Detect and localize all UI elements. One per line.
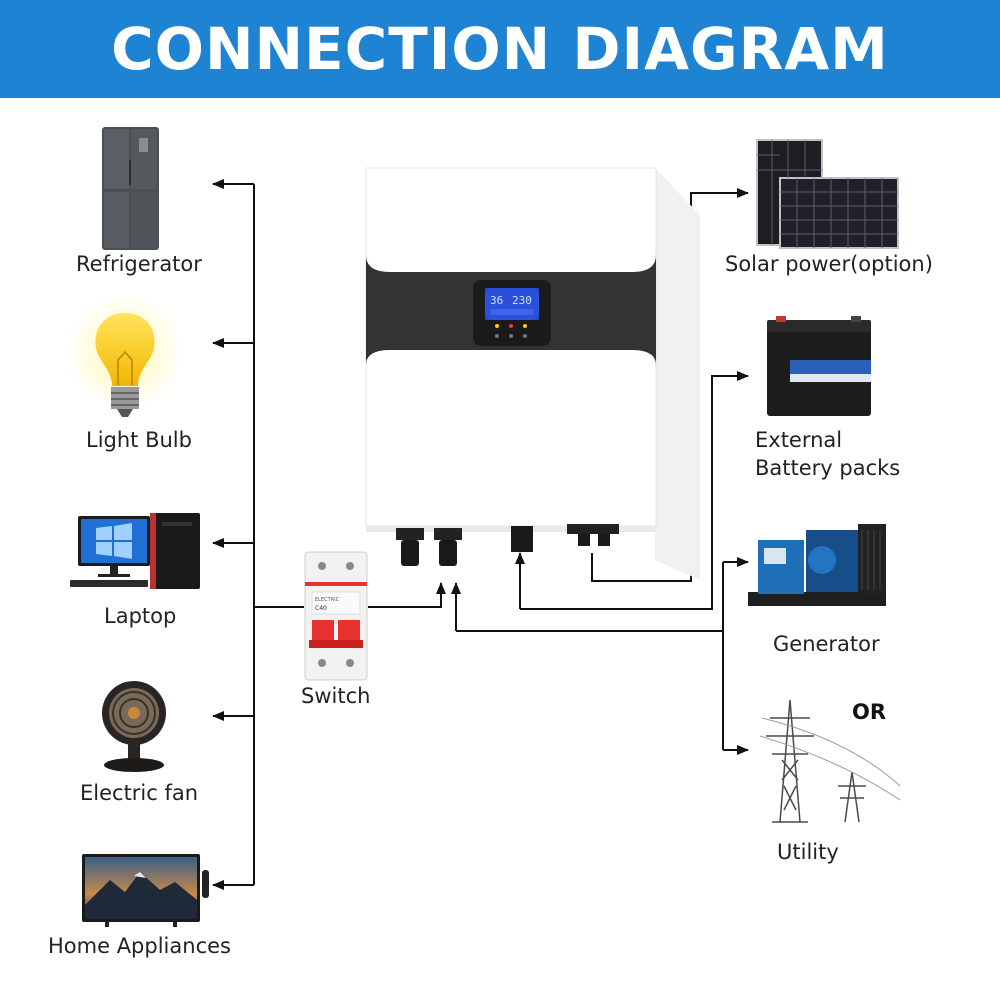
generator-icon xyxy=(748,524,886,606)
header-banner: CONNECTION DIAGRAM xyxy=(0,0,1000,98)
refrigerator-label: Refrigerator xyxy=(76,252,202,276)
external-battery-label-line2: Battery packs xyxy=(755,456,901,480)
electric-fan-icon xyxy=(102,681,166,772)
television-icon xyxy=(82,854,209,927)
switch-label: Switch xyxy=(301,684,371,708)
or-text: OR xyxy=(852,700,887,724)
switch-to-inverter-line xyxy=(368,582,446,608)
generator-label: Generator xyxy=(773,632,880,656)
home-appliances-label: Home Appliances xyxy=(48,934,231,958)
electric-fan-label: Electric fan xyxy=(80,781,199,805)
battery-icon xyxy=(767,316,871,416)
refrigerator-icon xyxy=(102,127,159,250)
source-lines xyxy=(451,188,749,755)
light-bulb-label: Light Bulb xyxy=(86,428,192,452)
external-battery-label-line1: External xyxy=(755,428,843,452)
lcd-reading-1: 36 xyxy=(490,294,503,307)
laptop-label: Laptop xyxy=(104,604,177,628)
power-pylon-icon xyxy=(759,699,901,823)
solar-panel-icon xyxy=(756,139,899,249)
svg-text:ELECTRIC: ELECTRIC xyxy=(315,597,340,603)
light-bulb-icon xyxy=(67,294,183,417)
lcd-reading-2: 230 xyxy=(512,294,532,307)
page-title: CONNECTION DIAGRAM xyxy=(111,15,889,83)
inverter-unit-icon: 36 230 xyxy=(365,167,700,580)
desktop-computer-icon xyxy=(70,513,200,589)
utility-label: Utility xyxy=(777,840,839,864)
circuit-breaker-icon: ELECTRIC C40 xyxy=(304,551,368,681)
svg-text:C40: C40 xyxy=(315,605,327,612)
solar-power-label: Solar power(option) xyxy=(725,252,933,276)
load-bus-lines xyxy=(212,179,304,890)
